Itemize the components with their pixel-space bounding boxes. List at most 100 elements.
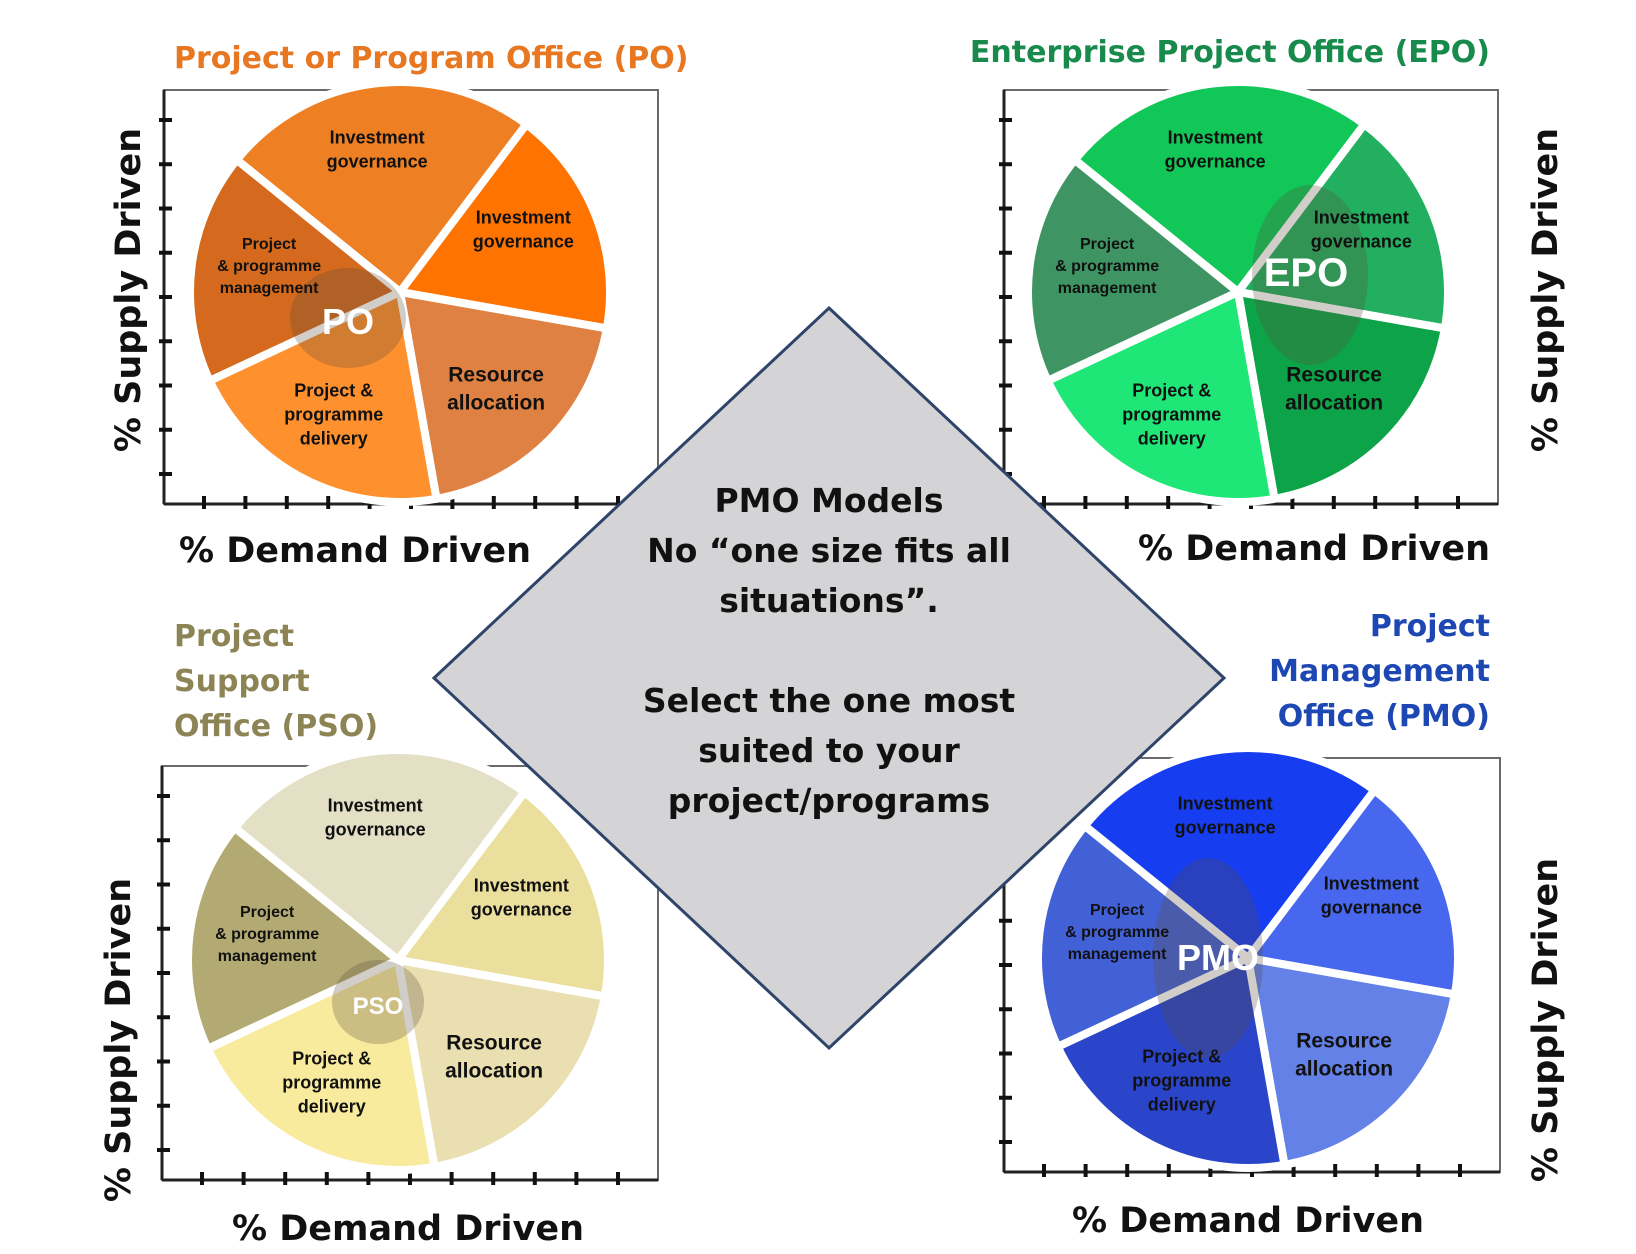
- po-quadrant: InvestmentgovernanceInvestmentgovernance…: [109, 41, 689, 571]
- epo-segment-1: [1070, 78, 1369, 296]
- epo-segment-2-label: Investment: [1314, 208, 1409, 228]
- epo-segment-4-label: programme: [1122, 404, 1221, 424]
- epo-segment-5-label: management: [1058, 280, 1157, 297]
- epo-core-overlay: [1252, 185, 1368, 365]
- pmo-segment-5: [1034, 821, 1252, 1051]
- po-title: Project or Program Office (PO): [174, 41, 689, 76]
- epo-segment-5: [1024, 155, 1242, 385]
- pso-x-axis-label: % Demand Driven: [232, 1209, 584, 1249]
- epo-segment-4: [1043, 288, 1279, 506]
- center-line-6: suited to your: [698, 731, 960, 770]
- pmo-segment-3-label: allocation: [1295, 1057, 1393, 1080]
- po-pie: InvestmentgovernanceInvestmentgovernance…: [186, 78, 614, 506]
- epo-segment-3-label: allocation: [1285, 391, 1383, 414]
- po-y-axis-label: % Supply Driven: [109, 128, 149, 452]
- pso-core-label: PSO: [353, 993, 404, 1020]
- pmo-segment-3: [1244, 954, 1459, 1169]
- pmo-segment-5-label: & programme: [1065, 924, 1169, 941]
- epo-segment-3: [1234, 288, 1449, 503]
- pso-segment-5-label: Project: [240, 904, 295, 921]
- pso-segment-4-label: Project &: [292, 1048, 371, 1068]
- epo-segment-1-label: Investment: [1168, 127, 1263, 147]
- epo-segment-2: [1234, 120, 1452, 333]
- epo-segment-1-label: governance: [1165, 151, 1266, 171]
- epo-x-axis-label: % Demand Driven: [1138, 529, 1490, 569]
- epo-segment-4-label: delivery: [1138, 428, 1206, 448]
- pso-segment-4: [203, 956, 439, 1174]
- pso-pie: InvestmentgovernanceInvestmentgovernance…: [184, 746, 612, 1174]
- pmo-x-axis-label: % Demand Driven: [1072, 1201, 1424, 1241]
- pso-segment-5-label: & programme: [215, 926, 319, 943]
- pmo-segment-1-label: Investment: [1178, 793, 1273, 813]
- po-segment-3-label: Resource: [448, 363, 544, 386]
- po-segment-5: [186, 155, 404, 385]
- po-segment-4: [205, 288, 441, 506]
- pso-segment-1-label: governance: [325, 819, 426, 839]
- po-segment-5-label: & programme: [217, 258, 321, 275]
- diamond-shape: [431, 305, 1227, 1051]
- pmo-core-overlay: [1153, 858, 1263, 1058]
- epo-y-axis-label: % Supply Driven: [1526, 128, 1566, 452]
- po-segment-2-label: Investment: [476, 208, 571, 228]
- epo-quadrant: InvestmentgovernanceInvestmentgovernance…: [970, 35, 1566, 569]
- epo-core-label: EPO: [1264, 251, 1348, 295]
- pmo-segment-5-label: management: [1068, 946, 1167, 963]
- pmo-title: Office (PMO): [1278, 699, 1490, 734]
- pmo-title: Project: [1370, 609, 1490, 644]
- pmo-segment-2-label: governance: [1321, 898, 1422, 918]
- pso-segment-3-label: Resource: [446, 1031, 542, 1054]
- po-segment-4-label: programme: [284, 404, 383, 424]
- po-segment-2-label: governance: [473, 232, 574, 252]
- po-core-overlay: [290, 268, 406, 368]
- pmo-segment-4-label: programme: [1132, 1070, 1231, 1090]
- pso-y-axis-label: % Supply Driven: [99, 878, 139, 1202]
- pmo-segment-1: [1080, 744, 1379, 962]
- pmo-title: Management: [1269, 654, 1490, 689]
- pmo-core-label: PMO: [1177, 937, 1259, 978]
- pso-segment-4-label: programme: [282, 1072, 381, 1092]
- pso-segment-2-label: Investment: [474, 876, 569, 896]
- pmo-segment-2-label: Investment: [1324, 874, 1419, 894]
- po-segment-3-label: allocation: [447, 391, 545, 414]
- pmo-segment-5-label: Project: [1090, 902, 1145, 919]
- po-segment-2: [396, 120, 614, 333]
- pmo-pie: InvestmentgovernanceInvestmentgovernance…: [1034, 744, 1462, 1172]
- po-core-label: PO: [322, 301, 374, 342]
- po-segment-5-label: Project: [242, 236, 297, 253]
- pmo-segment-4: [1053, 954, 1289, 1172]
- pmo-segment-2: [1244, 786, 1462, 999]
- po-segment-3: [396, 288, 611, 503]
- center-line-5: Select the one most: [643, 681, 1016, 720]
- pso-title: Project: [174, 619, 294, 654]
- epo-segment-4-label: Project &: [1132, 380, 1211, 400]
- pmo-segment-4-label: Project &: [1142, 1046, 1221, 1066]
- pso-quadrant: InvestmentgovernanceInvestmentgovernance…: [99, 619, 659, 1249]
- pmo-segment-3-label: Resource: [1296, 1029, 1392, 1052]
- center-line-3: situations”.: [719, 581, 939, 620]
- center-diamond: PMO Models No “one size fits all situati…: [431, 305, 1227, 1051]
- pso-core-overlay: [332, 960, 424, 1044]
- epo-title: Enterprise Project Office (EPO): [970, 35, 1490, 70]
- pso-segment-2: [394, 788, 612, 1001]
- po-segment-4-label: delivery: [300, 428, 368, 448]
- epo-pie: InvestmentgovernanceInvestmentgovernance…: [1024, 78, 1452, 506]
- epo-segment-3-label: Resource: [1286, 363, 1382, 386]
- center-line-2: No “one size fits all: [647, 531, 1011, 570]
- pso-segment-3: [394, 956, 609, 1171]
- pso-segment-5: [184, 823, 402, 1053]
- pso-segment-1: [230, 746, 529, 964]
- po-segment-4-label: Project &: [294, 380, 373, 400]
- epo-segment-2-label: governance: [1311, 232, 1412, 252]
- pso-title: Office (PSO): [174, 709, 378, 744]
- center-line-1: PMO Models: [714, 481, 943, 520]
- po-x-axis-label: % Demand Driven: [179, 531, 531, 571]
- pso-title: Support: [174, 664, 310, 699]
- pmo-y-axis-label: % Supply Driven: [1526, 858, 1566, 1182]
- pso-segment-5-label: management: [218, 948, 317, 965]
- po-segment-1-label: Investment: [330, 127, 425, 147]
- po-segment-5-label: management: [220, 280, 319, 297]
- center-line-7: project/programs: [668, 781, 990, 820]
- pso-segment-2-label: governance: [471, 900, 572, 920]
- epo-segment-5-label: & programme: [1055, 258, 1159, 275]
